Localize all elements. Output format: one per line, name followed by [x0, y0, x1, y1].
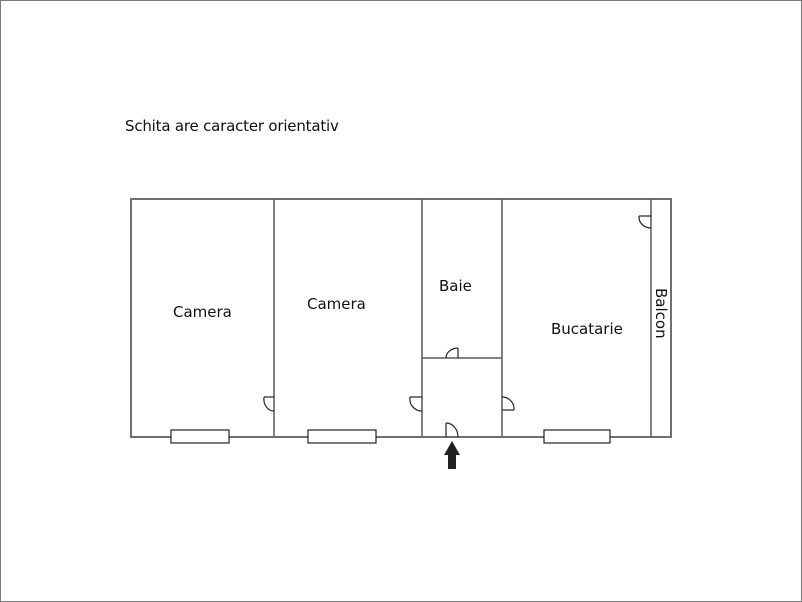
- door-bath: [445, 347, 459, 359]
- room-label-balcon: Balcon: [652, 288, 670, 339]
- disclaimer-note: Schita are caracter orientativ: [125, 117, 339, 135]
- window-camera2: [307, 429, 377, 444]
- room-label-camera-1: Camera: [173, 303, 232, 321]
- door-camera2: [409, 396, 423, 412]
- window-camera1: [170, 429, 230, 444]
- door-kitchen: [501, 396, 515, 411]
- outer-walls: [130, 198, 672, 438]
- door-entrance: [445, 422, 459, 438]
- room-label-baie: Baie: [439, 277, 472, 295]
- door-balcony: [638, 215, 652, 229]
- room-label-bucatarie: Bucatarie: [551, 320, 623, 338]
- room-label-camera-2: Camera: [307, 295, 366, 313]
- entrance-arrow-icon: [444, 441, 460, 469]
- door-camera1: [263, 396, 275, 412]
- window-kitchen: [543, 429, 611, 444]
